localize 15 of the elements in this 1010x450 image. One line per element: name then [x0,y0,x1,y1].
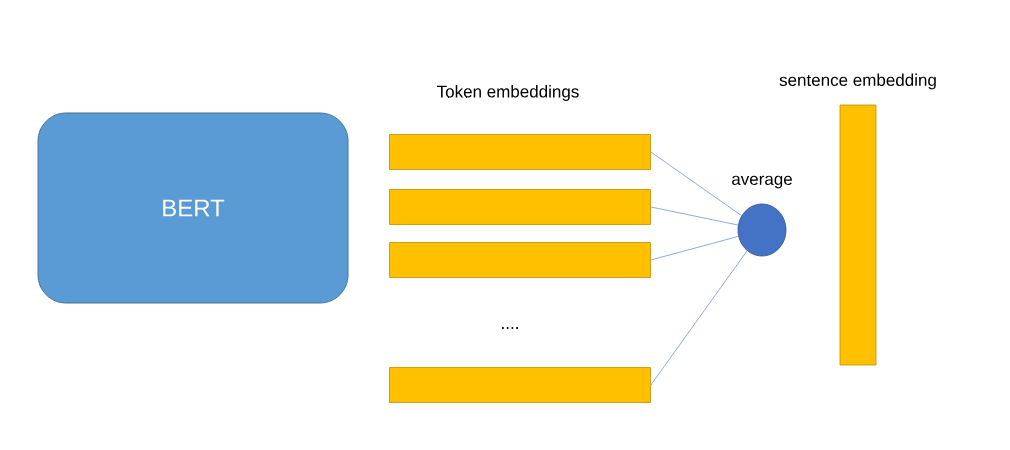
label-text: .... [502,327,518,329]
connector-line [650,250,748,386]
average-circle [737,203,787,257]
embedding-bar [389,242,651,278]
embedding-bar [389,367,651,403]
embedding-bar [389,134,651,170]
connector-line [650,236,739,261]
model-box: BERT [37,112,349,304]
caption-text: sentence embedding [779,73,936,90]
connector-line [650,206,739,226]
embedding-bar [389,189,651,225]
label-text: Token embeddings [437,85,579,101]
embedding-bar [839,104,877,366]
caption-text: average [732,175,792,189]
connector-line [650,151,742,216]
